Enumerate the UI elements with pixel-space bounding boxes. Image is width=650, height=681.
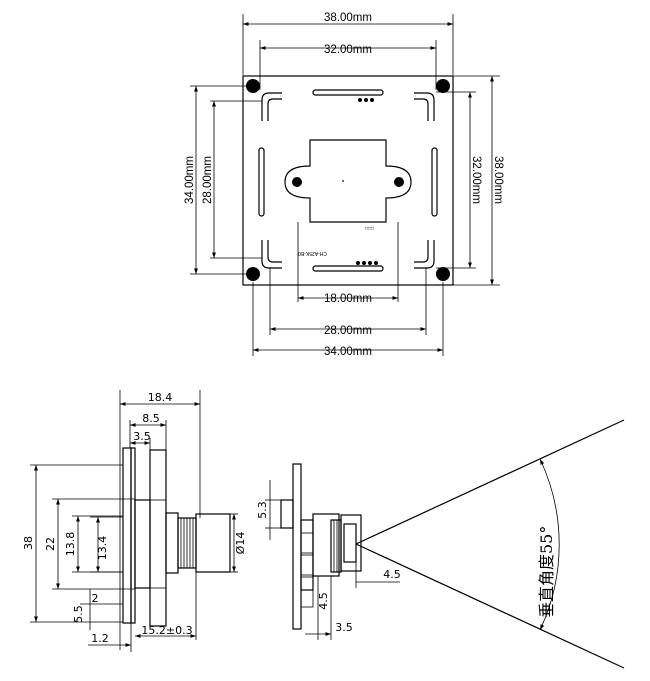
fov-lens-front [340,514,362,572]
board-top-view: □□□ CH-A25K-B0 [242,75,454,286]
fov-angle-label: 垂直角度55° [537,526,556,618]
fov-ray-bottom [355,543,625,669]
dim-width-small: 3.5 [133,430,151,443]
edge-slot-top [312,89,384,96]
dim-4-5b: 4.5 [317,592,330,610]
dim-height-13-4: 13.4 [96,536,109,561]
dim-height-22: 22 [44,537,57,551]
camera-side-view: 18.4 8.5 3.5 38 22 13.8 13.4 Ø14 2 [22,390,247,652]
dim-5-5: 5.5 [72,605,85,623]
mount-hole-tl [246,79,260,93]
dim-right-outer: 38.00mm [492,156,504,204]
dim-top-inner: 32.00mm [324,44,372,56]
fov-arc [539,458,560,631]
lens-threads [180,518,194,568]
dim-lens-diameter: Ø14 [234,532,247,555]
dim-left-inner: 28.00mm [202,156,214,204]
mount-hole-br [436,267,450,281]
dim-bottom-3: 34.00mm [324,346,372,358]
side-pcb [122,447,132,624]
edge-slot-right [431,147,438,217]
dim-height-38: 38 [22,536,35,550]
corner-slot-tr [414,92,435,121]
dim-3-5: 3.5 [335,621,353,634]
holder-screw-right [394,177,404,187]
corner-slot-br [414,240,435,269]
edge-slot-left [258,147,265,217]
lens-holder-footprint [284,139,412,223]
dim-width-mid: 8.5 [142,412,160,425]
pin-dots-bottom [356,261,378,265]
dim-bottom-1: 18.00mm [324,293,372,305]
fov-connector [280,499,294,529]
dim-height-13-8: 13.8 [64,532,77,557]
side-lens-front [195,513,231,573]
dim-width-total: 18.4 [148,391,173,404]
board-outline [242,75,454,286]
small-marking: □□□ [365,226,374,232]
dim-bottom-2: 28.00mm [324,325,372,337]
mount-hole-tr [436,79,450,93]
dim-2: 2 [92,592,99,605]
dim-top-outer: 38.00mm [324,12,372,24]
mount-hole-bl [246,267,260,281]
dim-4-5a: 4.5 [383,568,401,581]
pcb-label: CH-A25K-B0 [298,250,327,256]
dim-1-2: 1.2 [91,632,109,645]
dim-left-outer: 34.00mm [184,156,196,204]
edge-slot-bottom [312,265,384,272]
fov-ray-top [355,419,625,545]
camera-fov-view: 垂直角度55° 5.3 4.5 4.5 3.5 [256,419,625,669]
side-lens-base [165,512,179,574]
side-holder [134,499,151,589]
holder-screw-left [292,177,302,187]
corner-slot-bl [261,240,282,269]
fov-lens-base [312,513,340,577]
dim-right-inner: 32.00mm [470,156,482,204]
fov-pcb [292,463,302,630]
dim-lens-length: 15.2±0.3 [141,624,192,637]
board-dimensions: 38.00mm 32.00mm 34.00mm 28.00mm 32.00mm … [184,12,504,358]
dim-5-3: 5.3 [256,501,269,519]
pin-dots-top [358,98,374,102]
corner-slot-tl [261,92,282,121]
